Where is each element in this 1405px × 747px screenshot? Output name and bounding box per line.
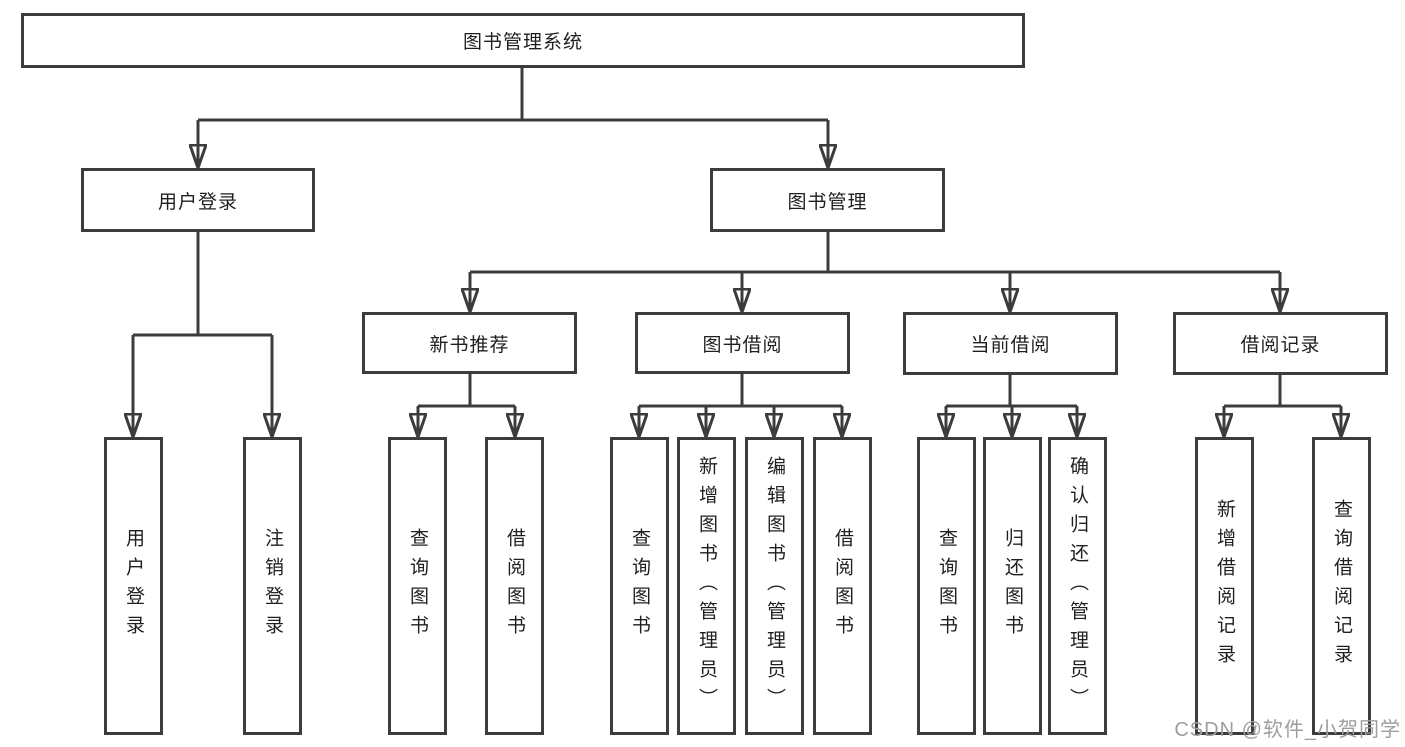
leaf-user-login: 用户登录 [104,437,163,735]
node-borrow-records-label: 借阅记录 [1240,335,1321,356]
node-new-book-recommend: 新书推荐 [362,312,577,374]
node-user-login-label: 用户登录 [157,191,238,213]
leaf-add-book-admin: 新增图书（管理员） [677,437,736,735]
leaf-query-books-1: 查询图书 [388,437,447,735]
node-book-borrow: 图书借阅 [635,312,850,374]
leaf-query-books-2-label: 查询图书 [629,528,650,644]
watermark: CSDN @软件_小贺同学 [1174,719,1401,741]
leaf-borrow-books-1: 借阅图书 [485,437,544,735]
leaf-query-borrow-record: 查询借阅记录 [1312,437,1371,735]
leaf-query-borrow-record-label: 查询借阅记录 [1331,499,1352,673]
leaf-edit-book-admin-label: 编辑图书（管理员） [764,455,785,717]
leaf-logout-label: 注销登录 [262,528,283,644]
node-current-borrow: 当前借阅 [903,312,1118,375]
leaf-query-books-2: 查询图书 [610,437,669,735]
node-root-label: 图书管理系统 [462,32,583,53]
leaf-query-books-1-label: 查询图书 [407,528,428,644]
leaf-query-books-3: 查询图书 [917,437,976,735]
leaf-borrow-books-2-label: 借阅图书 [832,528,853,644]
leaf-add-borrow-record: 新增借阅记录 [1195,437,1254,735]
leaf-borrow-books-1-label: 借阅图书 [504,528,525,644]
leaf-edit-book-admin: 编辑图书（管理员） [745,437,804,735]
leaf-confirm-return-admin-label: 确认归还（管理员） [1067,455,1088,717]
node-book-management-label: 图书管理 [787,191,868,213]
node-new-book-recommend-label: 新书推荐 [429,334,510,356]
leaf-query-books-3-label: 查询图书 [936,528,957,644]
leaf-user-login-label: 用户登录 [123,528,144,644]
node-book-management: 图书管理 [710,168,945,232]
leaf-return-book-label: 归还图书 [1002,528,1023,644]
leaf-borrow-books-2: 借阅图书 [813,437,872,735]
node-book-borrow-label: 图书借阅 [702,334,783,356]
node-root: 图书管理系统 [21,13,1025,68]
leaf-logout: 注销登录 [243,437,302,735]
node-user-login: 用户登录 [81,168,315,232]
leaf-add-book-admin-label: 新增图书（管理员） [696,455,717,717]
leaf-return-book: 归还图书 [983,437,1042,735]
leaf-add-borrow-record-label: 新增借阅记录 [1214,499,1235,673]
leaf-confirm-return-admin: 确认归还（管理员） [1048,437,1107,735]
node-current-borrow-label: 当前借阅 [970,335,1051,356]
node-borrow-records: 借阅记录 [1173,312,1388,375]
